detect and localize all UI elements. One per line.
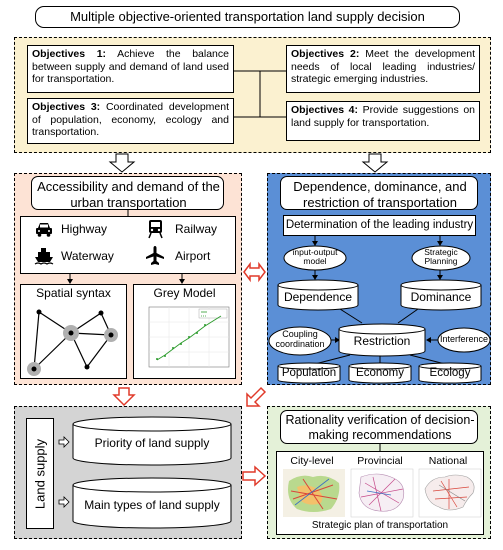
mode-waterway: Waterway (61, 249, 114, 263)
io-model-ellipse (283, 245, 347, 271)
objective-4-box: Objectives 4: Provide suggestions on lan… (286, 101, 480, 141)
spatial-syntax-box: Spatial syntax (20, 284, 127, 379)
objective-2-text: Meet the development needs of local lead… (291, 48, 475, 86)
objective-4-label: Objectives 4: (291, 104, 359, 116)
spatial-syntax-label: Spatial syntax (36, 286, 111, 300)
io-model-label: input-output model (292, 247, 338, 267)
restriction-cylinder (338, 323, 426, 357)
level-national: National (428, 455, 468, 467)
dependence-cylinder (277, 279, 359, 311)
red-down-arrow (112, 387, 136, 407)
restriction-label: Restriction (353, 334, 411, 348)
main-types-label: Main types of land supply (84, 498, 220, 512)
land-supply-label: Land supply (32, 438, 48, 509)
level-city: City-level (290, 455, 334, 467)
diagram-title: Multiple objective-oriented transportati… (70, 9, 425, 24)
level-provincial: Provincial (357, 455, 403, 467)
ecology-label: Ecology (429, 367, 471, 379)
grey-model-box: Grey Model (133, 284, 236, 379)
objective-2-box: Objectives 2: Meet the development needs… (286, 45, 480, 93)
dominance-cylinder (400, 279, 482, 311)
car-icon (36, 223, 52, 237)
rationality-title-box: Rationality verification of decision-mak… (280, 410, 478, 444)
interference-label: Interference (439, 334, 489, 344)
land-supply-label-box: Land supply (26, 418, 54, 529)
objective-2-label: Objectives 2: (291, 48, 360, 60)
economy-label: Economy (356, 367, 404, 379)
population-label: Population (281, 367, 337, 379)
mode-airport: Airport (175, 249, 211, 263)
interference-ellipse (437, 327, 491, 353)
grey-model-plot-thumbnail (148, 306, 230, 368)
airplane-icon (146, 246, 164, 265)
accessibility-title-box: Accessibility and demand of the urban tr… (31, 176, 224, 210)
objective-3-text: Coordinated development of population, e… (32, 101, 230, 139)
network-graph-icon (27, 309, 118, 376)
objective-1-text: Achieve the balance between supply and d… (32, 48, 229, 86)
objective-3-label: Objectives 3: (32, 101, 101, 113)
objective-3-box: Objectives 3: Coordinated development of… (27, 98, 234, 144)
red-down-left-arrow (246, 386, 267, 407)
ship-icon (34, 248, 54, 265)
rationality-title: Rationality verification of decision-mak… (285, 413, 475, 442)
objective-1-label: Objectives 1: (32, 48, 107, 60)
priority-cylinder (72, 416, 232, 466)
provincial-map-thumbnail (350, 468, 414, 518)
hollow-right-arrow-2 (58, 496, 70, 508)
transport-modes-box: Highway Railway Waterway Airport (20, 216, 236, 274)
red-double-arrow-middle (243, 261, 266, 283)
train-icon (148, 220, 163, 239)
objective-1-box: Objectives 1: Achieve the balance betwee… (27, 45, 234, 93)
diagram-title-box: Multiple objective-oriented transportati… (35, 6, 460, 28)
dependence-label: Dependence (283, 290, 353, 304)
hollow-right-arrow-1 (58, 436, 70, 448)
leading-industry-box: Determination of the leading industry (283, 215, 476, 236)
hollow-down-arrow-right (361, 153, 389, 173)
dependence-title-box: Dependence, dominance, and restriction o… (280, 176, 478, 210)
dominance-label: Dominance (410, 290, 472, 304)
coupling-ellipse (268, 326, 332, 356)
national-map-thumbnail (418, 468, 482, 518)
priority-label: Priority of land supply (94, 436, 210, 450)
population-cylinder (277, 362, 341, 384)
maps-box: City-level Provincial National Strategic… (276, 451, 484, 535)
leading-industry-label: Determination of the leading industry (285, 219, 474, 231)
coupling-label: Coupling coordination (275, 329, 325, 349)
ecology-cylinder (418, 362, 482, 384)
mode-railway: Railway (175, 222, 218, 236)
strategic-plan-caption: Strategic plan of transportation (311, 520, 449, 531)
economy-cylinder (348, 362, 412, 384)
strategic-planning-ellipse (411, 245, 471, 271)
rationality-connector (379, 444, 381, 451)
main-types-cylinder (72, 477, 232, 529)
accessibility-connector (127, 210, 129, 216)
objective-4-text: Provide suggestions on land supply for t… (291, 104, 476, 129)
dependence-title: Dependence, dominance, and restriction o… (293, 179, 467, 210)
red-right-arrow (242, 465, 267, 487)
accessibility-title: Accessibility and demand of the urban tr… (37, 179, 220, 210)
city-map-thumbnail (283, 469, 345, 517)
mode-highway: Highway (61, 222, 108, 236)
strategic-planning-label: Strategic Planning (424, 247, 458, 267)
grey-model-label: Grey Model (153, 286, 216, 300)
hollow-down-arrow-left (108, 153, 136, 173)
